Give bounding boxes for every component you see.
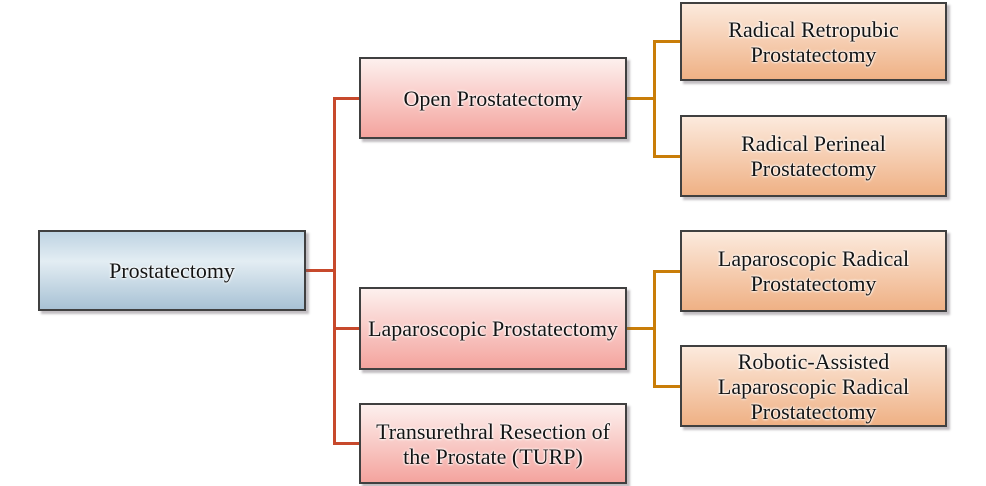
connector-open-vertical xyxy=(653,40,656,158)
node-label: Robotic-Assisted Laparoscopic Radical Pr… xyxy=(717,348,910,424)
connector-laparoscopic-stub xyxy=(626,327,656,330)
node-label: Radical Perineal Prostatectomy xyxy=(741,131,886,181)
connector-branch-laparoscopic-radical xyxy=(653,270,681,273)
node-radical-perineal-prostatectomy: Radical Perineal Prostatectomy xyxy=(680,115,947,197)
connector-branch-laparoscopic xyxy=(333,327,360,330)
node-open-prostatectomy: Open Prostatectomy xyxy=(359,57,627,139)
connector-root-stub xyxy=(305,269,336,272)
connector-laparoscopic-vertical xyxy=(653,270,656,388)
connector-branch-perineal xyxy=(653,155,681,158)
node-turp: Transurethral Resection of the Prostate … xyxy=(359,403,627,484)
node-label: Laparoscopic Radical Prostatectomy xyxy=(717,246,910,296)
node-radical-retropubic-prostatectomy: Radical Retropubic Prostatectomy xyxy=(680,2,947,81)
node-robotic-assisted-laparoscopic-radical-prostatectomy: Robotic-Assisted Laparoscopic Radical Pr… xyxy=(680,345,947,427)
connector-branch-robotic xyxy=(653,385,681,388)
connector-level2-vertical xyxy=(333,97,336,445)
node-label: Open Prostatectomy xyxy=(403,85,583,111)
connector-branch-retropubic xyxy=(653,40,681,43)
connector-open-stub xyxy=(626,97,656,100)
node-label: Prostatectomy xyxy=(109,258,235,283)
node-label: Transurethral Resection of the Prostate … xyxy=(376,418,610,469)
node-label: Laparoscopic Prostatectomy xyxy=(368,316,618,341)
node-laparoscopic-radical-prostatectomy: Laparoscopic Radical Prostatectomy xyxy=(680,230,947,312)
node-laparoscopic-prostatectomy: Laparoscopic Prostatectomy xyxy=(359,287,627,370)
node-prostatectomy: Prostatectomy xyxy=(38,230,306,311)
connector-branch-open xyxy=(333,97,360,100)
node-label: Radical Retropubic Prostatectomy xyxy=(728,16,899,67)
connector-branch-turp xyxy=(333,442,360,445)
